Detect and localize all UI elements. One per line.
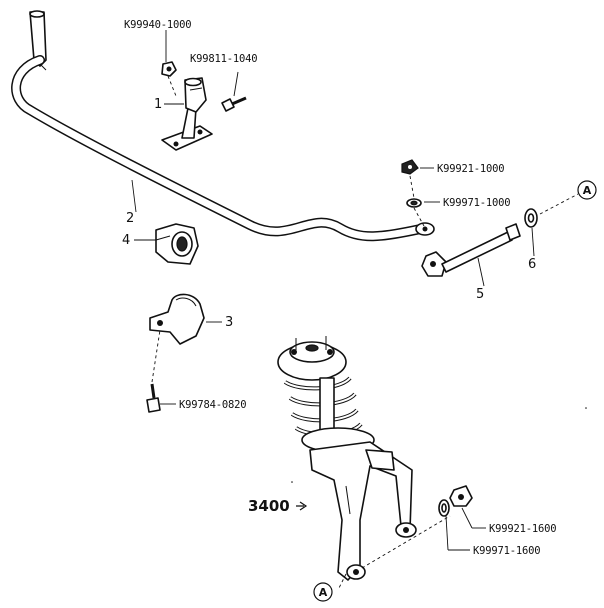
strut-assembly (277, 336, 417, 581)
label-k99811: K99811-1040 (190, 53, 257, 65)
view-ref-top: A (577, 180, 597, 200)
bolt-k99811 (221, 71, 247, 112)
callout-4: 4 (122, 233, 130, 248)
washer-6 (524, 208, 538, 228)
callout-5: 5 (476, 287, 484, 302)
label-k99921-bottom: K99921-1600 (489, 523, 556, 535)
bolt-k99784 (146, 329, 161, 413)
label-k99971-top: K99971-1000 (443, 197, 510, 209)
washer-k99971-bottom (438, 499, 450, 517)
bushing (155, 223, 199, 265)
label-k99784: K99784-0820 (179, 399, 246, 411)
view-ref-top-label: A (583, 184, 592, 197)
tension-rod (421, 223, 521, 277)
callout-2: 2 (126, 211, 134, 226)
callout-1: 1 (154, 97, 162, 112)
label-k99940: K99940-1000 (124, 19, 191, 31)
washer-k99971-top (406, 198, 422, 208)
nut-k99921-bottom (449, 485, 473, 507)
view-ref-bottom-label: A (319, 586, 328, 599)
nut-k99940 (161, 61, 177, 77)
bushing-bracket (149, 293, 205, 345)
label-k99971-bottom: K99971-1600 (473, 545, 540, 557)
stabilizer-bar (11, 10, 435, 242)
callout-6: 6 (528, 257, 536, 272)
stabilizer-link (161, 77, 213, 151)
view-ref-bottom: A (313, 582, 333, 602)
callout-3: 3 (225, 315, 233, 330)
arrow-icon (296, 501, 308, 511)
nut-k99921-top (401, 159, 419, 175)
label-k99921-top: K99921-1000 (437, 163, 504, 175)
assembly-ref-3400: 3400 (248, 497, 290, 515)
